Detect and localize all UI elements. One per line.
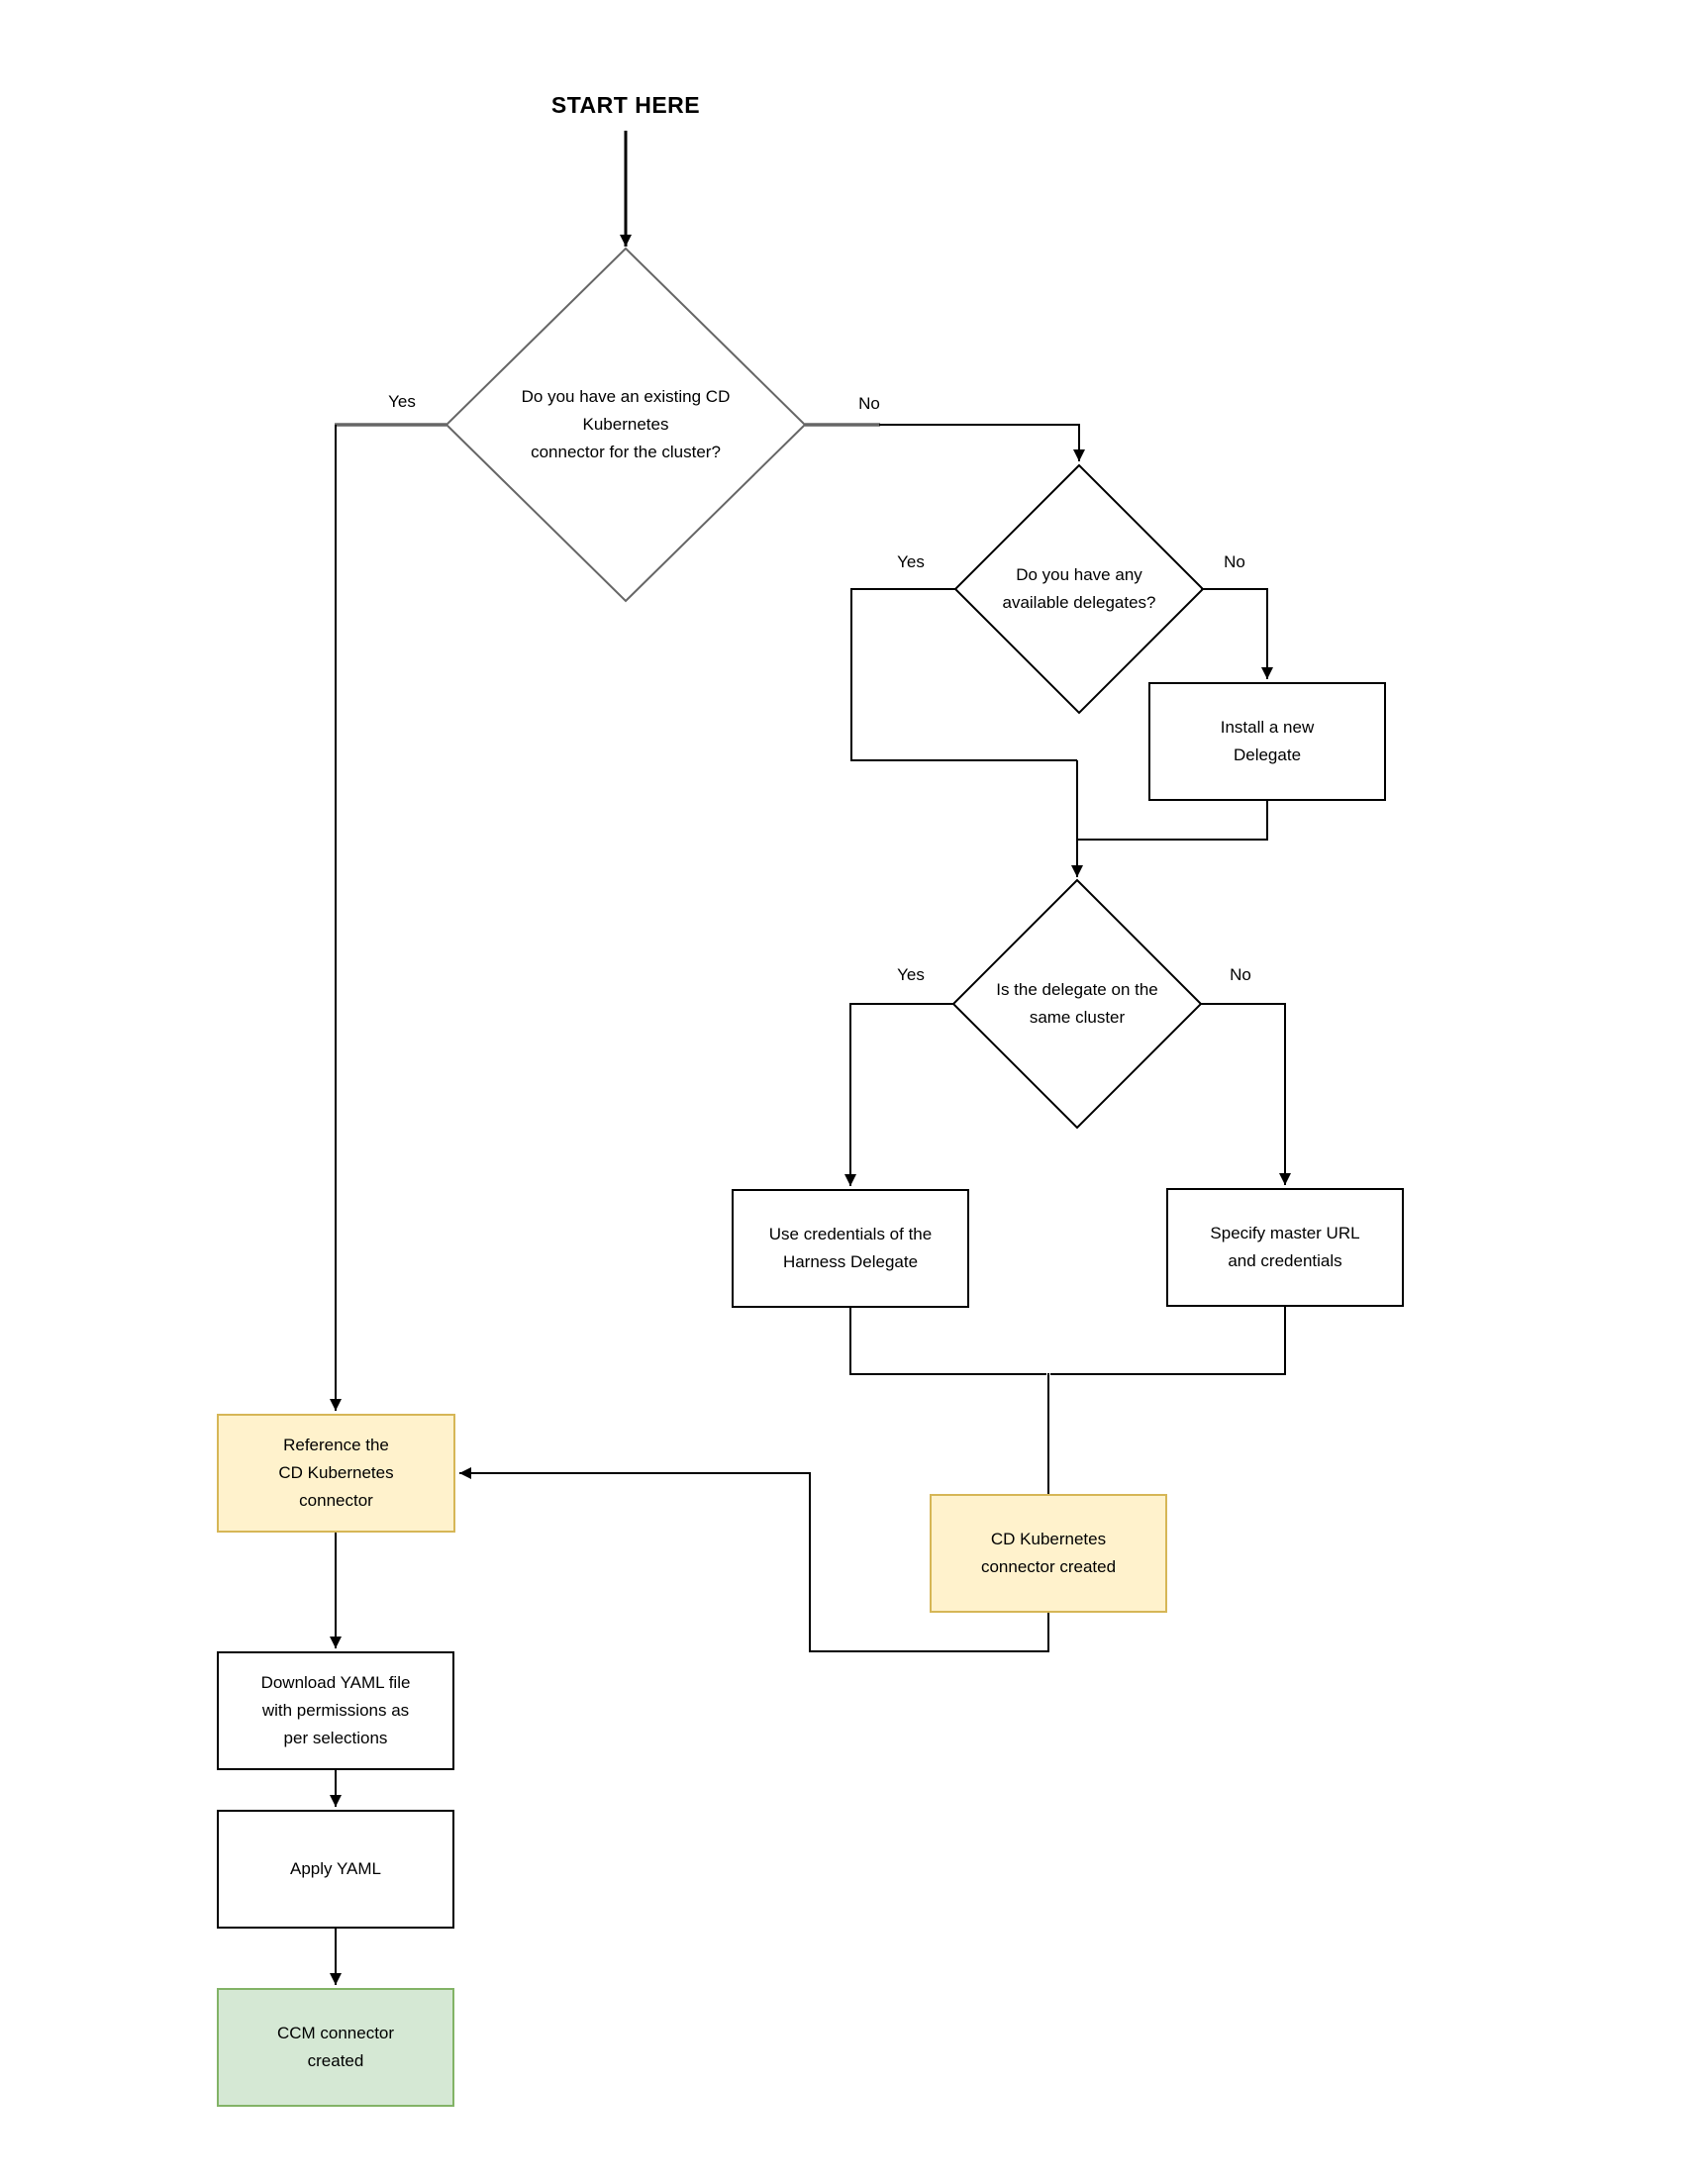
d1-no-label: No (858, 394, 880, 413)
edge-cd-created-to-reference (459, 1467, 1049, 1652)
d3-yes-label: Yes (897, 965, 925, 984)
specify-master-url-box: Specify master URL and credentials (1166, 1188, 1404, 1307)
decision-existing-connector-diamond (445, 247, 807, 603)
decision-existing-connector-label: Do you have an existing CD Kubernetes co… (521, 387, 731, 461)
d1-yes-label: Yes (388, 392, 416, 411)
edge-install-out (1077, 801, 1268, 841)
edge-specify-out (1050, 1307, 1286, 1375)
d2-yes-label: Yes (897, 552, 925, 571)
start-here-title: START HERE (550, 92, 701, 118)
edge-d3-no (1201, 1003, 1291, 1185)
edge-use-credentials-out (849, 1308, 1046, 1375)
d3-no-label: No (1230, 965, 1251, 984)
decision-same-cluster-diamond (951, 878, 1203, 1130)
decision-same-cluster-label: Is the delegate on the same cluster (996, 980, 1158, 1027)
apply-yaml-box: Apply YAML (217, 1810, 454, 1929)
reference-connector-box: Reference the CD Kubernetes connector (217, 1414, 455, 1533)
d2-no-label: No (1224, 552, 1245, 571)
ccm-connector-created-box: CCM connector created (217, 1988, 454, 2107)
edge-d3-yes (844, 1003, 953, 1186)
use-credentials-box: Use credentials of the Harness Delegate (732, 1189, 969, 1308)
install-delegate-box: Install a new Delegate (1148, 682, 1386, 801)
edge-d2-yes (850, 588, 1077, 761)
decision-available-delegates-diamond (953, 463, 1205, 715)
download-yaml-box: Download YAML file with permissions as p… (217, 1651, 454, 1770)
decision-available-delegates-label: Do you have any available delegates? (1002, 565, 1156, 612)
edge-d1-no (879, 424, 1085, 461)
cd-connector-created-box: CD Kubernetes connector created (930, 1494, 1167, 1613)
edge-d2-no (1201, 588, 1273, 679)
